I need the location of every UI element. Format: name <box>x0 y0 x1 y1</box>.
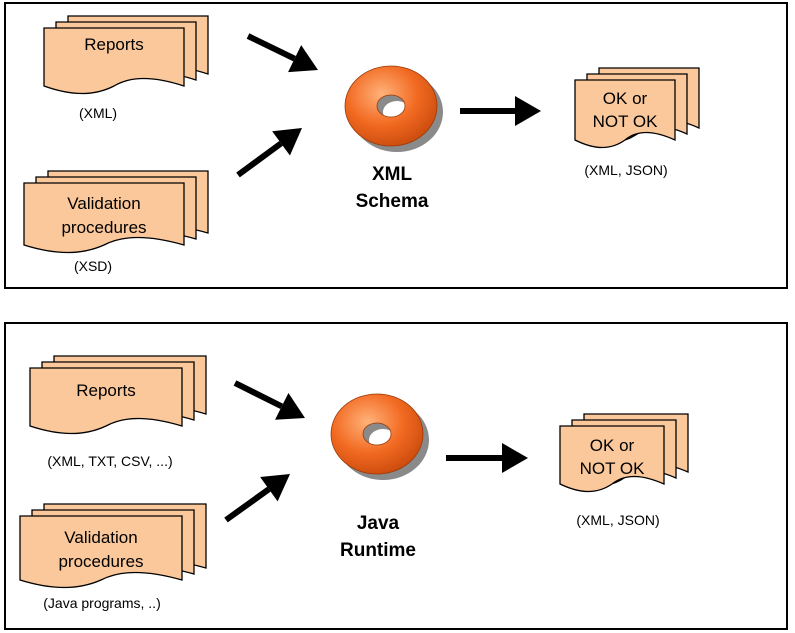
validation-label: Validation <box>64 528 137 547</box>
input-format-caption: (XSD) <box>74 258 112 274</box>
result-label: NOT OK <box>593 112 659 131</box>
validation-label: procedures <box>61 218 146 237</box>
output-arrow <box>446 443 528 473</box>
reports-label: Reports <box>84 35 144 54</box>
validation-label: Validation <box>67 194 140 213</box>
input-format-caption: (XML, TXT, CSV, ...) <box>47 453 172 469</box>
result-label: OK or <box>603 89 648 108</box>
input-format-caption: (Java programs, ..) <box>43 595 160 611</box>
reports-label: Reports <box>76 381 136 400</box>
reports-document-stack <box>29 355 207 435</box>
engine-label: Java <box>357 513 400 534</box>
engine-label: Schema <box>356 191 429 212</box>
engine-ring-icon <box>330 393 429 480</box>
engine-label: XML <box>372 164 413 185</box>
reports-document-stack <box>43 15 209 95</box>
validation-document-stack <box>19 503 207 589</box>
engine-ring-icon <box>344 65 443 152</box>
result-label: NOT OK <box>580 459 646 478</box>
input-arrow <box>224 474 290 523</box>
engine-label: Runtime <box>340 540 416 561</box>
output-format-caption: (XML, JSON) <box>584 162 667 178</box>
result-label: OK or <box>590 436 635 455</box>
validation-document-stack <box>23 170 209 254</box>
input-arrow <box>233 380 305 420</box>
result-document-stack <box>574 67 700 149</box>
validation-label: procedures <box>58 552 143 571</box>
input-arrow <box>246 33 318 73</box>
input-format-caption: (XML) <box>79 105 117 121</box>
output-arrow <box>460 96 541 126</box>
input-arrow <box>236 128 302 178</box>
output-format-caption: (XML, JSON) <box>576 512 659 528</box>
result-document-stack <box>559 413 689 493</box>
